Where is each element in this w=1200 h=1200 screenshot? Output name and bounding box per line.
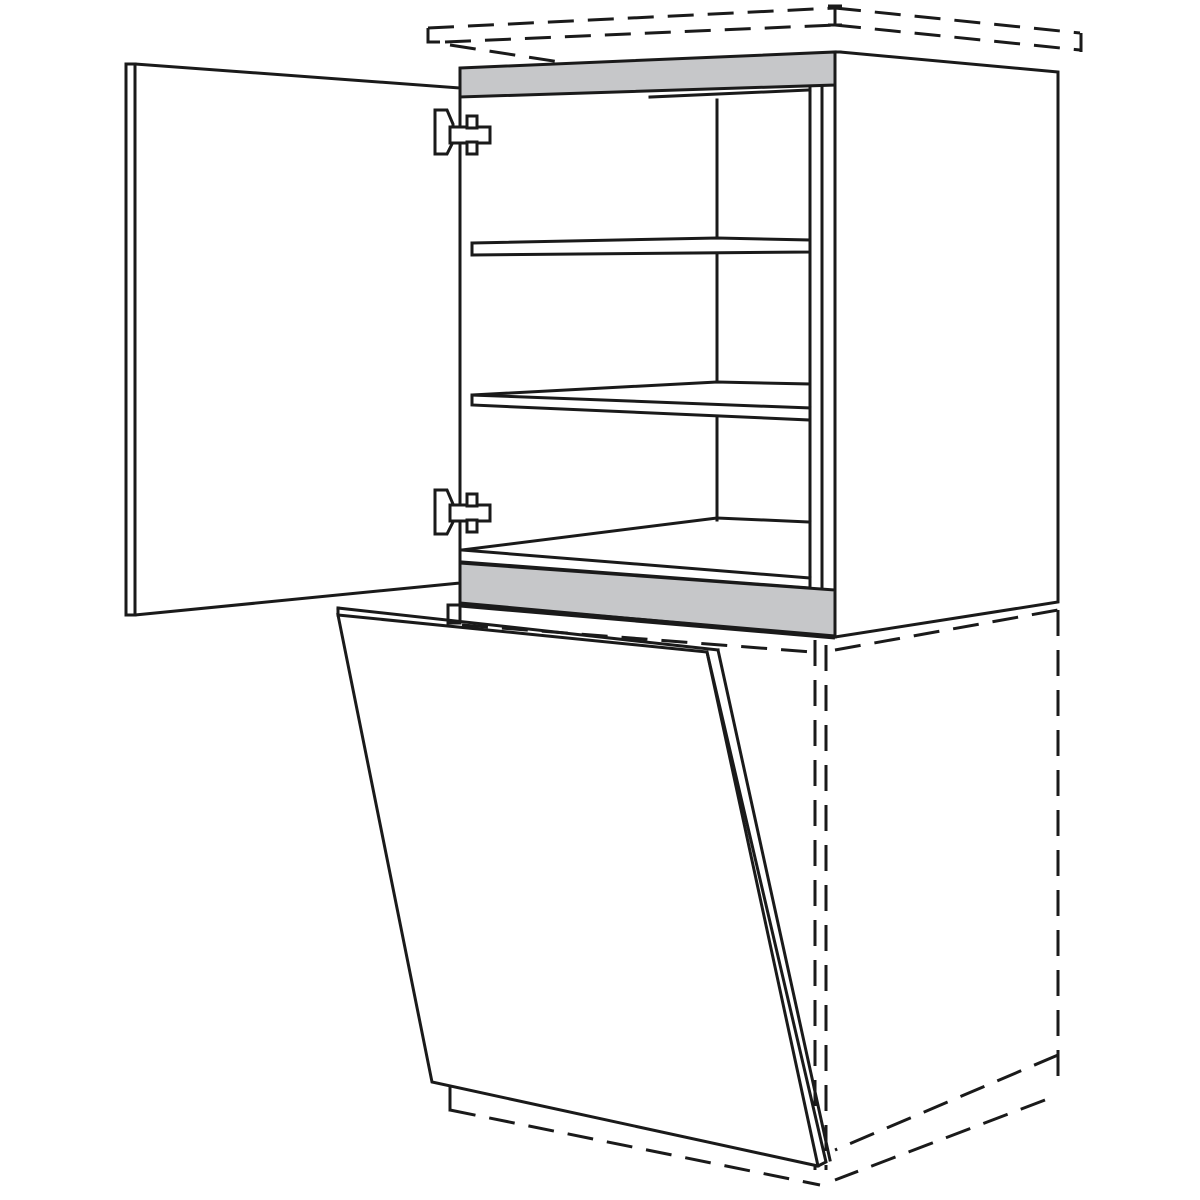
tilt-front-panel: [336, 606, 832, 1168]
bottom-rail: [458, 561, 837, 640]
top-panel-outline-dashed: [426, 4, 1083, 64]
hinge-upper: [433, 108, 492, 156]
upper-cabinet-body: [458, 50, 1060, 639]
hinge-lower: [433, 488, 492, 536]
shelf-1: [470, 236, 812, 257]
shelf-2: [470, 380, 812, 422]
left-door-open: [124, 62, 462, 617]
